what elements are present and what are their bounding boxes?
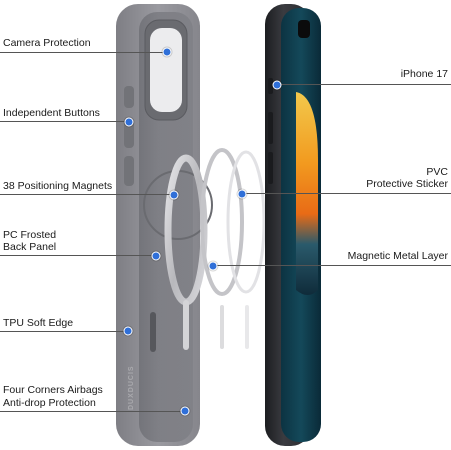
- label-pc-frosted-line2: Back Panel: [3, 241, 57, 253]
- callout-line-pvc: [242, 193, 451, 194]
- magnetic-rings: [164, 148, 266, 350]
- callout-line-buttons: [0, 121, 128, 122]
- callout-dot-iphone: [272, 80, 282, 90]
- label-tpu-soft-edge: TPU Soft Edge: [3, 317, 74, 329]
- callout-line-camera: [0, 52, 167, 53]
- callout-line-magnets: [0, 194, 173, 195]
- callout-line-iphone: [277, 84, 451, 85]
- phone-case: DUXDUCIS: [116, 4, 213, 446]
- label-airbags-line1: Four Corners Airbags: [3, 384, 103, 396]
- label-magnetic-metal-layer: Magnetic Metal Layer: [347, 250, 448, 262]
- label-pvc-line2: Protective Sticker: [366, 178, 448, 190]
- label-camera-protection: Camera Protection: [3, 37, 91, 49]
- callout-line-pc-frosted: [0, 255, 156, 256]
- label-iphone-model: iPhone 17: [400, 68, 448, 80]
- callout-line-airbags: [0, 411, 185, 412]
- callout-line-metal: [213, 265, 451, 266]
- callout-dot-magnets: [169, 190, 179, 200]
- label-positioning-magnets: 38 Positioning Magnets: [3, 180, 113, 192]
- callout-dot-metal: [208, 261, 218, 271]
- callout-dot-camera: [162, 47, 172, 57]
- iphone-device: [265, 4, 321, 446]
- case-brand-text: DUXDUCIS: [128, 365, 135, 410]
- callout-dot-airbags: [180, 406, 190, 416]
- label-pc-frosted-line1: PC Frosted: [3, 229, 57, 241]
- label-airbags-line2: Anti-drop Protection: [3, 397, 96, 409]
- callout-line-tpu: [0, 331, 127, 332]
- label-pvc-line1: PVC: [426, 166, 448, 178]
- callout-dot-buttons: [124, 117, 134, 127]
- callout-dot-pc-frosted: [151, 251, 161, 261]
- label-independent-buttons: Independent Buttons: [3, 107, 100, 119]
- callout-dot-pvc: [237, 189, 247, 199]
- callout-dot-tpu: [123, 326, 133, 336]
